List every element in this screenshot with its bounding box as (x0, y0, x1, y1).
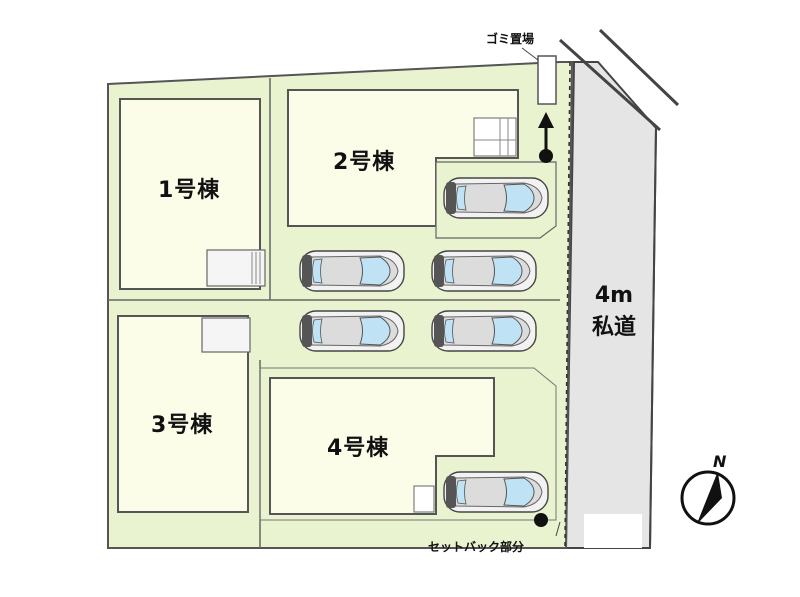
garbage-station-label: ゴミ置場 (486, 32, 535, 46)
entry-arrow-head (538, 112, 554, 128)
stairs-2 (473, 117, 517, 157)
road-type-label: 私道 (591, 315, 636, 340)
road-label: 4m 私道 (582, 280, 646, 344)
road-edge-line (598, 28, 680, 107)
car-parking-3a (299, 310, 405, 352)
setback-point-dot (534, 513, 548, 527)
garbage-leader-line (521, 47, 539, 61)
road-corner-patch (584, 514, 642, 548)
setback-line (564, 61, 571, 549)
car-parking-4 (443, 471, 549, 513)
car-parking-2 (443, 177, 549, 219)
building-4-label: 4号棟 (327, 436, 390, 461)
car-parking-1b (431, 250, 537, 292)
road-edge-line (558, 38, 662, 132)
road-edge-line (649, 127, 657, 549)
compass-north-label: N (713, 452, 727, 471)
road-width-label: 4m (594, 283, 634, 308)
building-1-label: 1号棟 (158, 178, 221, 203)
steps-1 (251, 252, 261, 284)
porch-4 (413, 485, 435, 513)
building-4-footprint (269, 377, 495, 515)
car-parking-1a (299, 250, 405, 292)
building-2-label: 2号棟 (333, 150, 396, 175)
parking-4 (259, 367, 557, 521)
stairs-2-lines (474, 118, 516, 156)
building-3-label: 3号棟 (151, 413, 214, 438)
porch-3 (201, 317, 251, 353)
porch-1 (206, 249, 266, 287)
garbage-station (537, 55, 557, 105)
setback-label: セットバック部分 (428, 540, 525, 554)
car-parking-3b (431, 310, 537, 352)
building-2-footprint (287, 89, 519, 227)
north-compass-icon (680, 470, 736, 526)
entry-point-dot (539, 149, 553, 163)
setback-leader-line (555, 521, 561, 537)
